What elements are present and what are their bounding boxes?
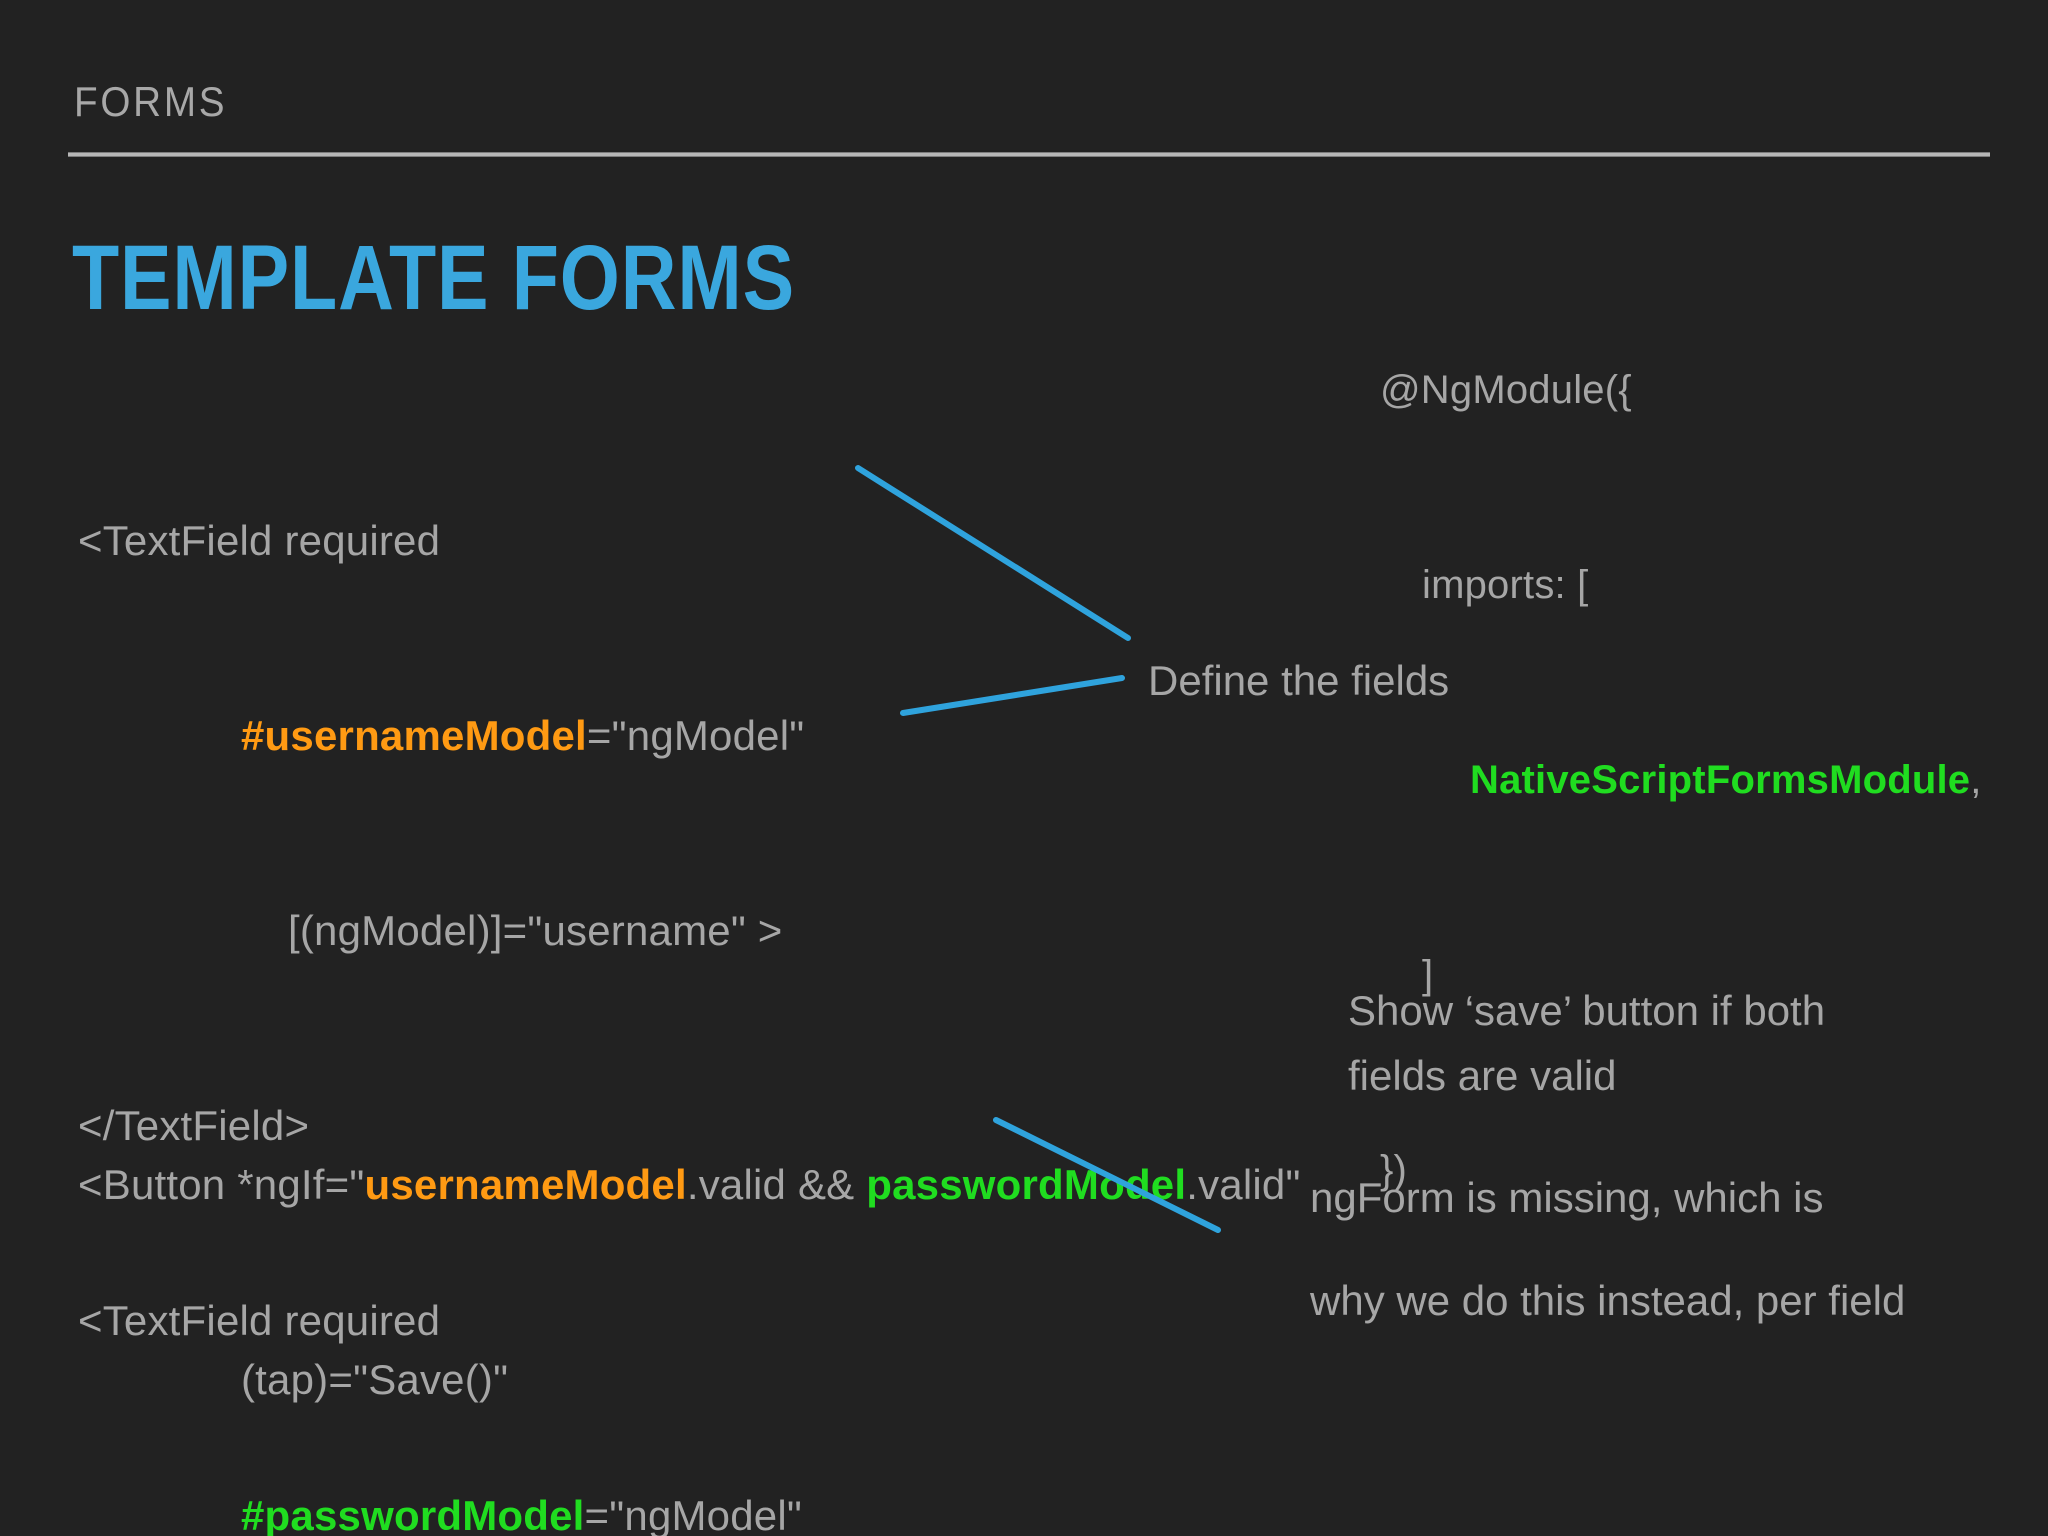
ref-passwordmodel: #passwordModel bbox=[241, 1492, 585, 1536]
button-ngif-suffix: .valid" bbox=[1186, 1161, 1301, 1208]
code-line-textfield-open-1: <TextField required bbox=[78, 517, 441, 564]
code-line-textfield-close-1: </TextField> bbox=[78, 1102, 310, 1149]
code-line-password-ref: #passwordModel="ngModel" bbox=[78, 1483, 804, 1536]
slide-kicker: FORMS bbox=[74, 78, 228, 125]
code-line-button-open: <Button *ngIf="usernameModel.valid && pa… bbox=[78, 1152, 1301, 1217]
code-block-textfields: <TextField required #usernameModel="ngMo… bbox=[78, 378, 804, 1536]
code-line-ngmodel-username: [(ngModel)]="username" > bbox=[288, 907, 783, 954]
note-why-instead: why we do this instead, per field bbox=[1310, 1277, 1906, 1324]
code-line-nativescriptformsmodule: NativeScriptFormsModule, bbox=[1380, 748, 1982, 813]
ref-passwordmodel-inline: passwordModel bbox=[866, 1161, 1187, 1208]
code-block-ngmodule: @NgModule({ imports: [ NativeScriptForms… bbox=[1380, 228, 1982, 1333]
button-ngif-mid: .valid && bbox=[686, 1161, 867, 1208]
note-ngform-missing: ngForm is missing, which is bbox=[1310, 1174, 1824, 1221]
code-line-username-ref: #usernameModel="ngModel" bbox=[78, 703, 804, 768]
note-show-save-button: Show ‘save’ button if both fields are va… bbox=[1348, 987, 1826, 1099]
code-line-button-tap: (tap)="Save()" bbox=[241, 1356, 509, 1403]
note-define-fields: Define the fields bbox=[1148, 657, 1450, 704]
ref-usernamemodel: #usernameModel bbox=[241, 712, 587, 759]
code-line-textfield-open-2: <TextField required bbox=[78, 1297, 441, 1344]
page-title: TEMPLATE FORMS bbox=[72, 227, 795, 329]
connector-line-username bbox=[855, 465, 1131, 641]
connector-line-password bbox=[900, 675, 1125, 716]
ref-passwordmodel-value: ="ngModel" bbox=[584, 1492, 803, 1536]
code-line-imports-open: imports: [ bbox=[1422, 563, 1589, 607]
button-ngif-prefix: <Button *ngIf=" bbox=[78, 1161, 365, 1208]
code-line-ngmodule-open: @NgModule({ bbox=[1380, 368, 1632, 412]
code-block-button: <Button *ngIf="usernameModel.valid && pa… bbox=[78, 1022, 1301, 1536]
ref-nativescriptformsmodule: NativeScriptFormsModule bbox=[1470, 758, 1971, 802]
ref-nativescriptformsmodule-comma: , bbox=[1970, 758, 1982, 802]
code-line-imports-close: ] bbox=[1422, 953, 1434, 997]
header-divider bbox=[68, 152, 1990, 157]
code-line-ngmodule-close: }) bbox=[1380, 1148, 1408, 1192]
ref-usernamemodel-inline: usernameModel bbox=[364, 1161, 687, 1208]
ref-usernamemodel-value: ="ngModel" bbox=[586, 712, 805, 759]
